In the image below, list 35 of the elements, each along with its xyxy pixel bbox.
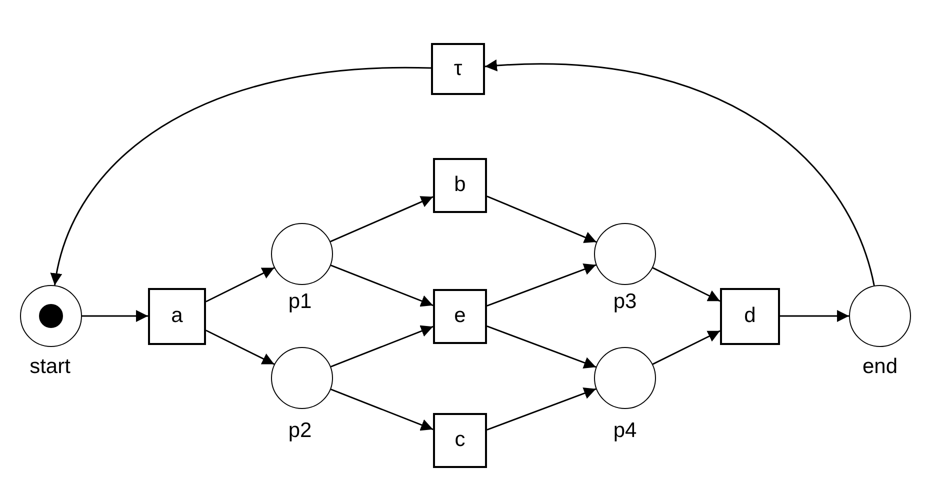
arrow: [82, 310, 148, 322]
arrow: [486, 196, 597, 243]
transition-box: [433, 288, 487, 344]
transition-label: b: [454, 173, 466, 197]
arrow: [330, 196, 434, 242]
transition-label: c: [454, 428, 466, 452]
place-label: end: [862, 355, 898, 379]
arrow: [330, 325, 434, 368]
arrow: [484, 60, 875, 286]
transition-box: [148, 288, 206, 344]
arrow: [486, 325, 596, 368]
arrow: [206, 330, 275, 365]
arrow: [206, 267, 275, 302]
transition-box: [720, 288, 780, 344]
transition-box: [433, 158, 487, 212]
transition-label: d: [744, 304, 756, 328]
arrow: [51, 67, 431, 286]
arrow: [486, 264, 596, 307]
place-label: p2: [288, 419, 312, 443]
transition-box: [431, 43, 485, 95]
arrow: [486, 388, 596, 431]
arrow: [330, 388, 434, 431]
token-dot: [38, 304, 62, 328]
arrow: [780, 310, 849, 322]
place-label: p4: [613, 419, 637, 443]
place-label: p1: [288, 290, 312, 314]
transition-label: a: [171, 304, 183, 328]
transition-box: [433, 412, 487, 468]
arrow: [652, 330, 720, 365]
place-label: start: [30, 355, 70, 379]
arrow: [330, 264, 434, 307]
transition-label: τ: [454, 57, 462, 81]
place-label: p3: [613, 290, 637, 314]
arrow: [652, 267, 720, 302]
transition-label: e: [454, 304, 466, 328]
